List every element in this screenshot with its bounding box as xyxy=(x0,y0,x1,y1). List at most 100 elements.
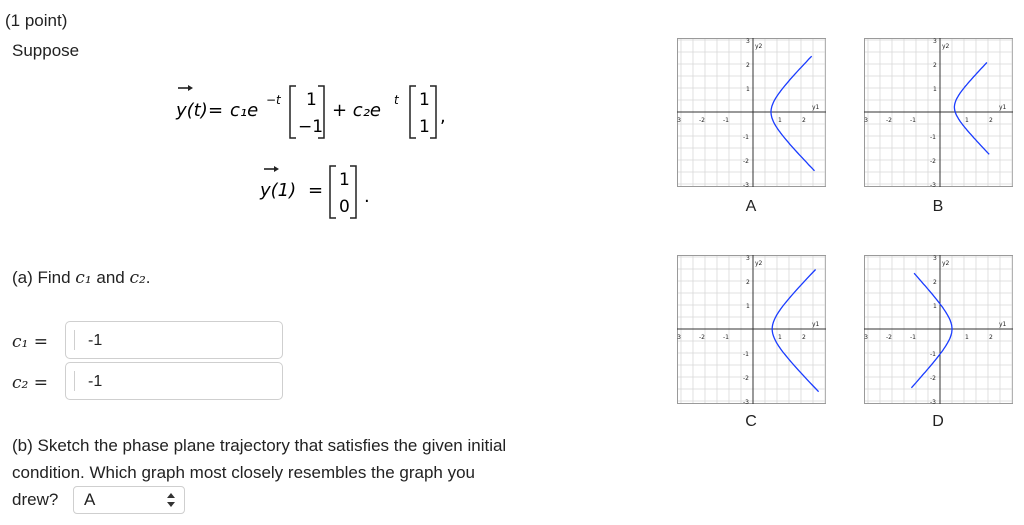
tick-label: 3 xyxy=(933,255,937,262)
trajectory-curve xyxy=(910,272,953,389)
eq-c1e: c₁e xyxy=(230,100,258,121)
tick-label: -3 xyxy=(677,117,681,124)
tick-label: 3 xyxy=(746,38,750,45)
part-b-line1: (b) Sketch the phase plane trajectory th… xyxy=(12,436,507,455)
eq-v2-top: 1 xyxy=(419,90,430,110)
tick-label: -2 xyxy=(743,375,749,382)
equation-initial-svg: y(1) = 1 0 . xyxy=(259,165,370,219)
suppose-label: Suppose xyxy=(12,41,80,60)
part-a-suffix: . xyxy=(145,268,151,287)
part-b-prompt: (b) Sketch the phase plane trajectory th… xyxy=(12,432,506,513)
tick-label: -2 xyxy=(699,117,705,124)
graph-select[interactable]: A xyxy=(73,486,185,514)
tick-label: 1 xyxy=(933,86,937,93)
graph-c-label: C xyxy=(745,413,757,430)
c2-input[interactable]: -1 xyxy=(65,362,283,400)
part-a-c1: c₁ xyxy=(75,268,92,288)
trajectory-curve xyxy=(770,55,815,172)
part-a-and: and xyxy=(91,268,130,287)
part-b-line3: drew? xyxy=(12,490,59,509)
tick-label: 1 xyxy=(965,334,969,341)
y-axis-label: y2 xyxy=(755,260,763,267)
points-label: (1 point) xyxy=(5,11,68,30)
svg-text:=: = xyxy=(208,100,223,121)
tick-label: 2 xyxy=(989,334,993,341)
x-axis-label: y1 xyxy=(812,104,820,111)
y-axis-label: y2 xyxy=(755,43,763,50)
tick-label: -1 xyxy=(723,117,729,124)
c2-label: c₂ = xyxy=(12,373,48,393)
tick-label: -1 xyxy=(930,351,936,358)
tick-label: 1 xyxy=(965,117,969,124)
eq-plus-c2e: + c₂e xyxy=(332,100,381,121)
graph-d-label: D xyxy=(932,413,944,430)
tick-label: 3 xyxy=(746,255,750,262)
tick-label: -3 xyxy=(743,182,749,187)
x-axis-label: y1 xyxy=(999,104,1007,111)
c1-input[interactable]: -1 xyxy=(65,321,283,359)
trajectory-curve xyxy=(771,269,820,393)
tick-label: 2 xyxy=(746,62,750,69)
graph-b-label: B xyxy=(932,198,944,215)
part-a-prompt: (a) Find c₁ and c₂. xyxy=(12,268,151,288)
trajectory-curve xyxy=(953,62,990,155)
graph-select-value: A xyxy=(84,490,96,509)
equation-solution-svg: y(t) = c₁e −t 1 −1 + c₂e t 1 1 , xyxy=(175,85,446,139)
c1-label: c₁ = xyxy=(12,332,48,352)
eq-v3-bot: 0 xyxy=(339,197,350,217)
part-a-prefix: (a) Find xyxy=(12,268,76,287)
tick-label: -3 xyxy=(930,399,936,404)
tick-label: 2 xyxy=(802,117,806,124)
tick-label: -1 xyxy=(930,134,936,141)
tick-label: -2 xyxy=(886,117,892,124)
tick-label: 1 xyxy=(746,303,750,310)
eq-y-init: y(1) xyxy=(259,180,296,201)
eq-period: . xyxy=(364,186,370,207)
equation-initial: y(1) = 1 0 . xyxy=(256,160,396,222)
tick-label: -1 xyxy=(743,351,749,358)
tick-label: 2 xyxy=(989,117,993,124)
y-axis-label: y2 xyxy=(942,260,950,267)
eq-comma: , xyxy=(440,106,446,127)
tick-label: 2 xyxy=(746,279,750,286)
tick-label: -2 xyxy=(930,375,936,382)
tick-label: 1 xyxy=(933,303,937,310)
eq-v3-top: 1 xyxy=(339,170,350,190)
tick-label: 2 xyxy=(802,334,806,341)
part-a-c2: c₂ xyxy=(129,268,146,288)
tick-label: -3 xyxy=(677,334,681,341)
tick-label: -3 xyxy=(930,182,936,187)
x-axis-label: y1 xyxy=(812,321,820,328)
eq-y-func: y(t) xyxy=(175,100,208,121)
graph-a-label: A xyxy=(745,198,757,215)
tick-label: 1 xyxy=(778,334,782,341)
tick-label: 3 xyxy=(933,38,937,45)
y-axis-label: y2 xyxy=(942,43,950,50)
tick-label: -3 xyxy=(864,334,868,341)
eq-v1-bot: −1 xyxy=(298,117,323,137)
svg-text:=: = xyxy=(308,180,323,201)
equation-solution: y(t) = c₁e −t 1 −1 + c₂e t 1 1 , xyxy=(172,78,472,148)
select-arrows-icon xyxy=(167,493,175,507)
tick-label: 1 xyxy=(778,117,782,124)
tick-label: 2 xyxy=(933,279,937,286)
tick-label: -2 xyxy=(699,334,705,341)
tick-label: -1 xyxy=(723,334,729,341)
eq-exp1: −t xyxy=(266,93,282,107)
tick-label: -3 xyxy=(743,399,749,404)
x-axis-label: y1 xyxy=(999,321,1007,328)
tick-label: -1 xyxy=(910,334,916,341)
tick-label: -1 xyxy=(743,134,749,141)
tick-label: 1 xyxy=(746,86,750,93)
tick-label: -2 xyxy=(930,158,936,165)
eq-v2-bot: 1 xyxy=(419,117,430,137)
tick-label: -2 xyxy=(886,334,892,341)
tick-label: -1 xyxy=(910,117,916,124)
